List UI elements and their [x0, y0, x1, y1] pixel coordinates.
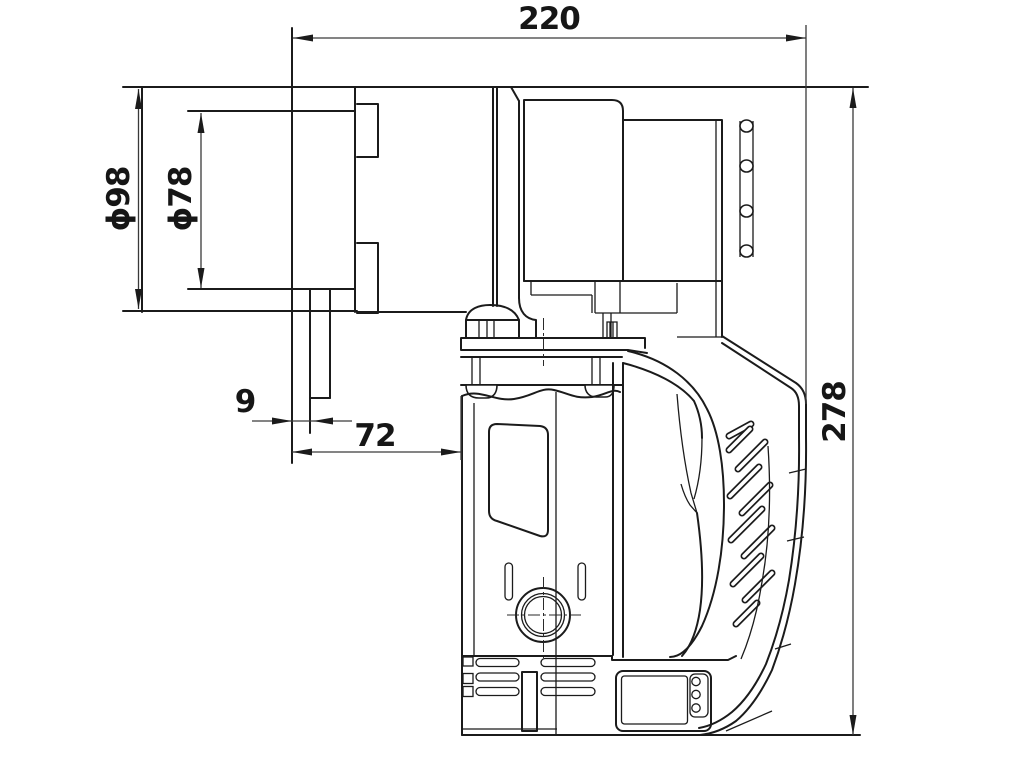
dim-label-outer-diameter: ϕ98	[101, 167, 137, 232]
dim-label-shaft-to-body: 72	[354, 418, 395, 454]
dim-inner-diameter: ϕ78	[163, 113, 205, 288]
dim-label-shaft-step: 9	[235, 384, 256, 420]
base-section	[461, 655, 861, 736]
spindle-circle	[507, 318, 581, 659]
display-screen	[620, 675, 689, 725]
terminal-block	[622, 119, 723, 338]
indicator-led	[691, 676, 701, 687]
dim-shaft-step: 9	[235, 384, 352, 425]
dim-label-inner-diameter: ϕ78	[163, 167, 199, 232]
dim-label-overall-height: 278	[817, 381, 853, 443]
outer-shell	[698, 335, 808, 736]
motor-body	[122, 27, 869, 464]
inspection-window	[488, 423, 549, 538]
vent-slots-front	[504, 562, 587, 601]
output-shaft	[309, 288, 331, 434]
dim-shaft-to-body: 72	[292, 396, 462, 460]
indicator-led	[691, 689, 701, 700]
button-panel	[689, 673, 709, 718]
gearbox	[354, 86, 537, 339]
dim-label-overall-width: 220	[518, 1, 580, 37]
machine-body	[461, 362, 624, 736]
dim-overall-height: 278	[817, 88, 857, 735]
handle-grip	[622, 350, 725, 658]
grip-ribs	[725, 420, 776, 628]
display-panel	[615, 670, 712, 732]
motor-rear-housing	[523, 99, 723, 339]
dim-outer-diameter: ϕ98	[101, 89, 142, 309]
connector-pins	[739, 119, 754, 258]
dim-overall-width: 220	[293, 1, 807, 404]
indicator-led	[691, 703, 701, 713]
mounting-flange	[460, 313, 648, 399]
